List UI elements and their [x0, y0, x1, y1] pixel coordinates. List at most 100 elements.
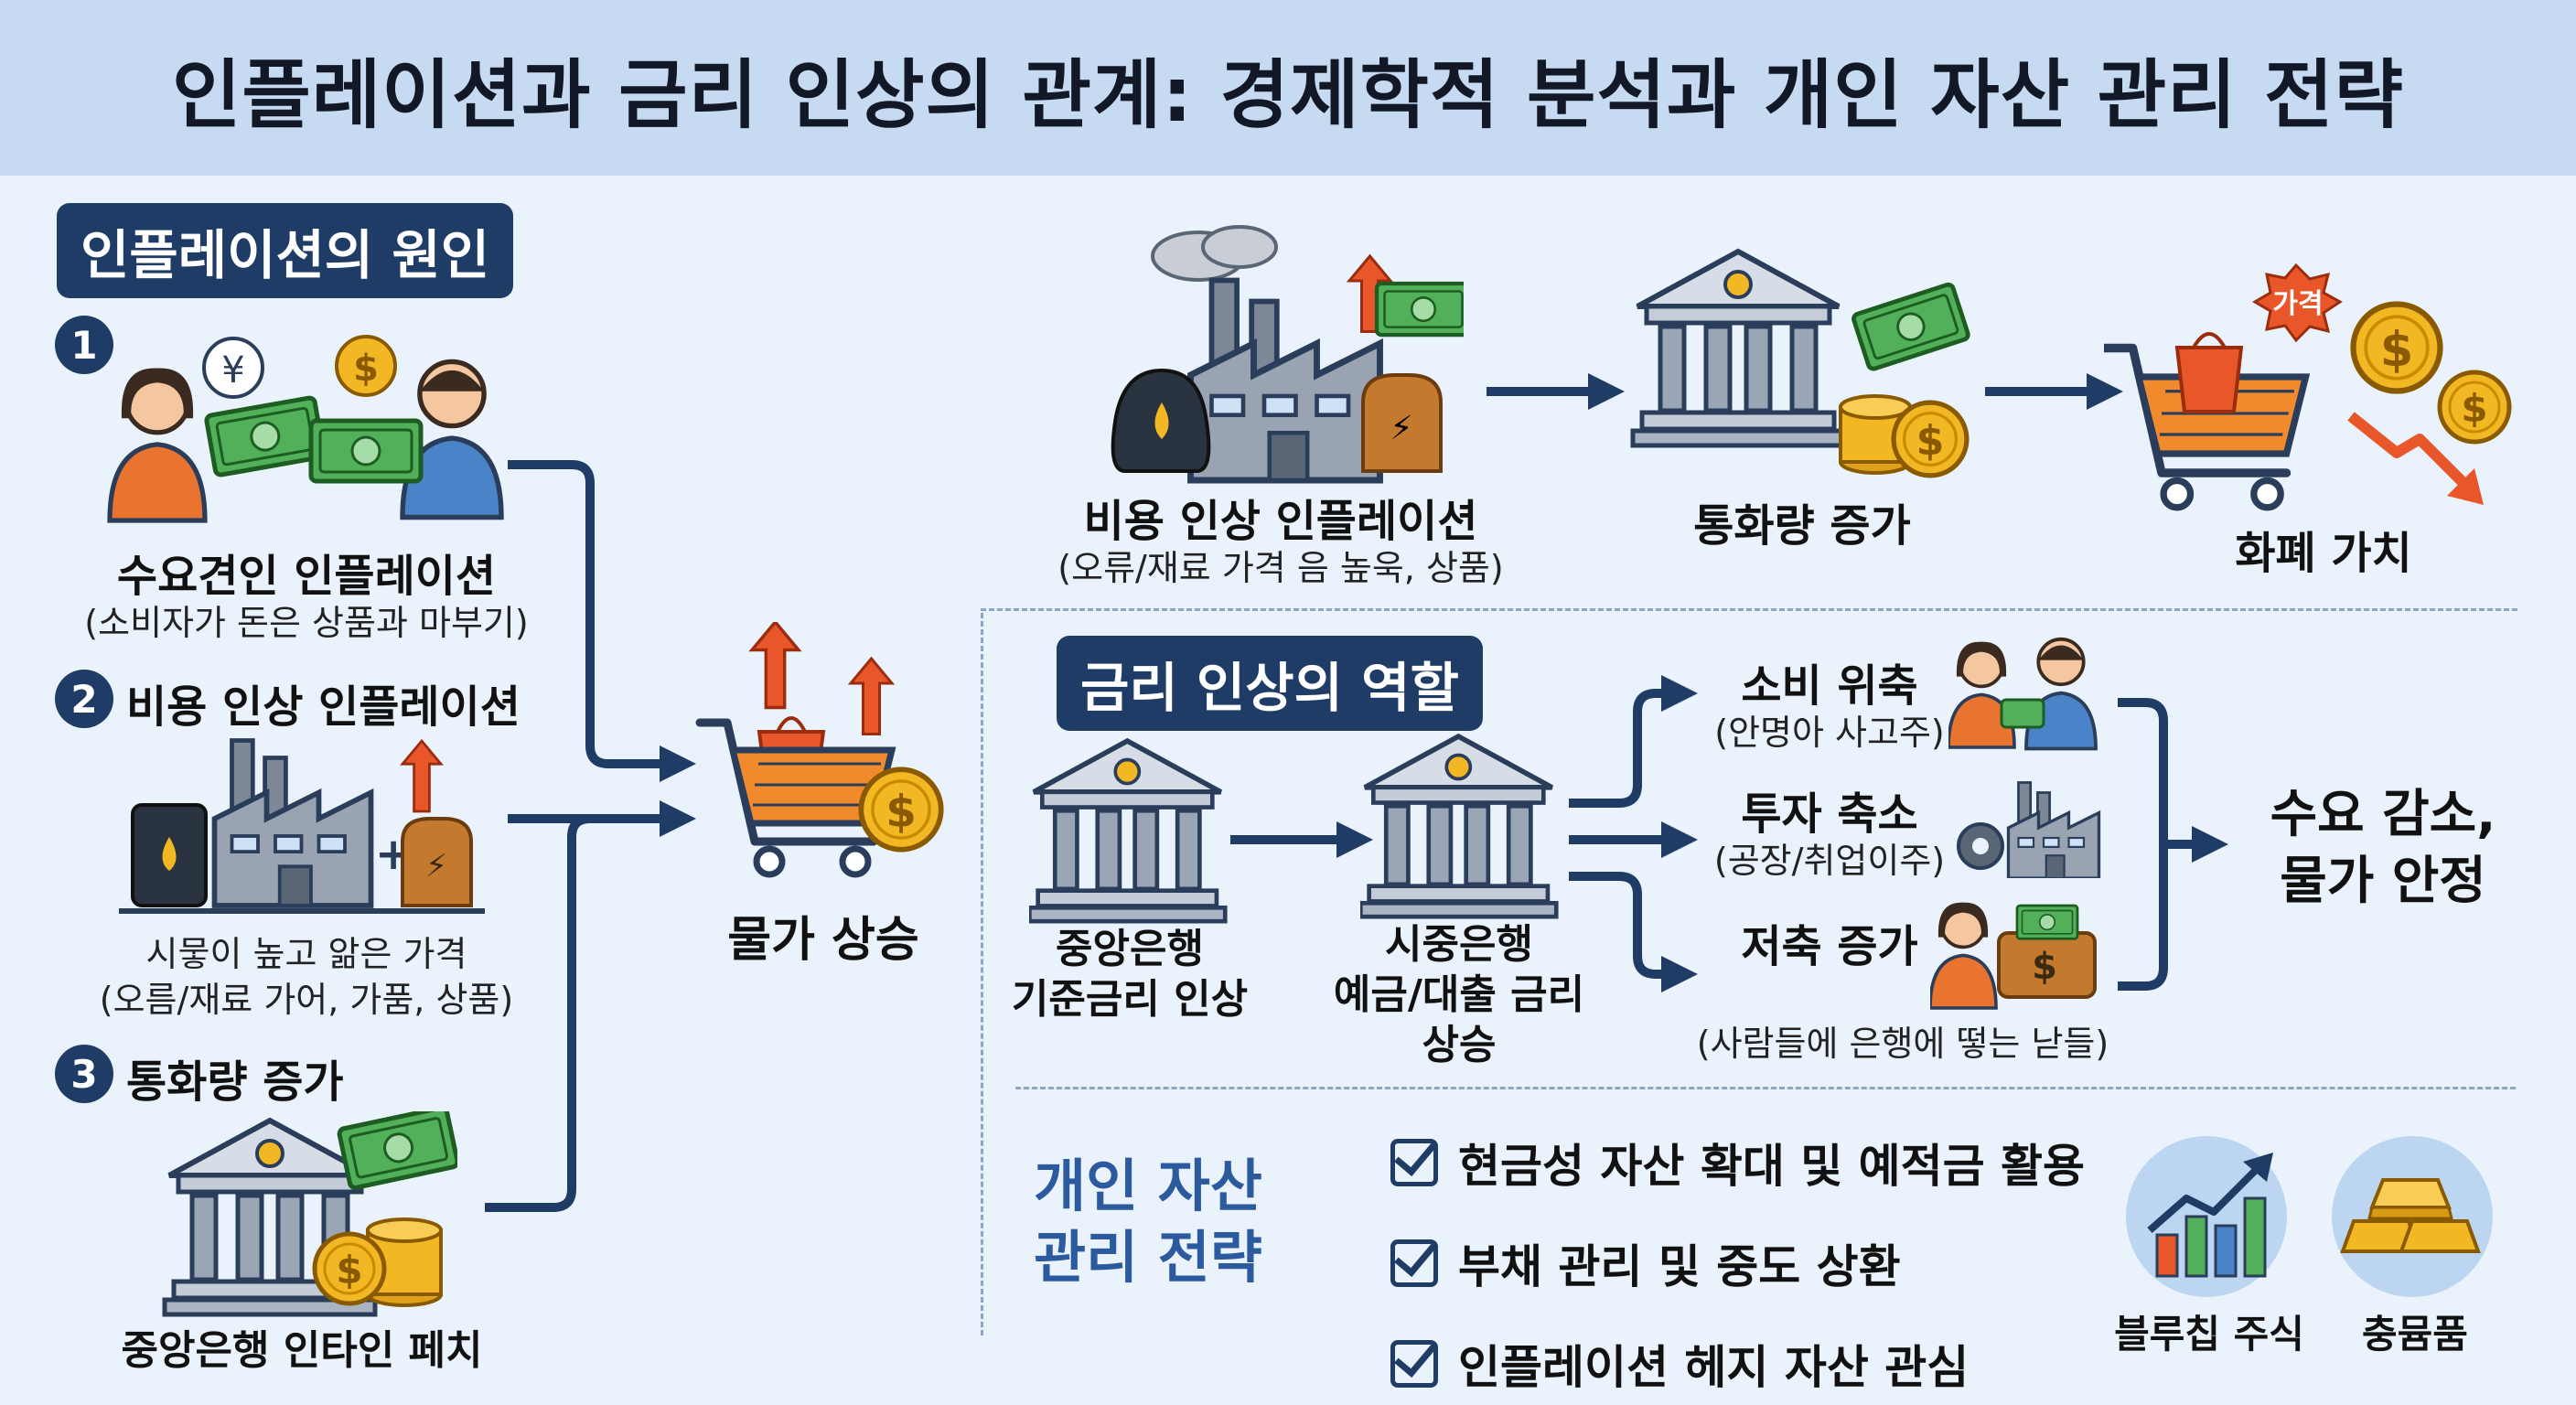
cause1-sub: (소비자가 돈은 상품과 마부기): [84, 603, 529, 643]
top-step2-label: 통화량 증가: [1693, 500, 1911, 552]
strategy-item-label: 현금성 자산 확대 및 예적금 활용: [1458, 1140, 2086, 1193]
strategy-title-line2: 관리 전략: [1034, 1223, 1262, 1291]
cause2-label: 비용 인상 인플레이션: [126, 681, 521, 733]
money-supply-illustration: [146, 1111, 457, 1322]
coin-icon: [1894, 402, 1967, 476]
bill-icon: [1852, 284, 1970, 370]
wallet-icon: $: [1997, 931, 2097, 999]
up-arrow-icon: [750, 622, 800, 710]
gold-bar-icon: [2340, 1178, 2481, 1253]
price-rise-illustration: [695, 622, 970, 896]
coin-icon: [2354, 305, 2441, 391]
factory-icon: [2006, 780, 2101, 878]
market-bank-line1: 시중은행: [1385, 921, 1533, 968]
yen-bubble-icon: ¥: [202, 337, 264, 399]
effect1-label: 소비 위축: [1741, 660, 1918, 712]
title-bar: 인플레이션과 금리 인상의 관계: 경제학적 분석과 개인 자산 관리 전략: [0, 0, 2576, 176]
cause2-number: 2: [55, 670, 113, 728]
strategy-item: 부채 관리 및 중도 상환: [1390, 1230, 2085, 1296]
cause2-sub1: 시뭏이 높고 앎은 가격: [145, 934, 467, 974]
top-step1-sub: (오류/재료 가격 음 높욱, 상품): [1057, 548, 1504, 588]
checkbox-checked-icon: [1390, 1139, 1438, 1186]
svg-text:$: $: [2032, 946, 2057, 988]
strategy-list: 현금성 자산 확대 및 예적금 활용 부채 관리 및 중도 상환 인플레이션 헤…: [1390, 1130, 2085, 1397]
cost-push-top-illustration: ⚡: [1111, 225, 1464, 485]
currency-value-illustration: 가격: [2104, 263, 2525, 512]
svg-text:⚡: ⚡: [425, 848, 447, 885]
rate-hike-header: 금리 인상의 역할: [1057, 636, 1483, 731]
cost-push-illustration: + ⚡: [119, 732, 485, 914]
bill-icon: [2015, 904, 2079, 940]
svg-text:¥: ¥: [221, 349, 244, 391]
down-arrow-icon: [2347, 412, 2484, 505]
central-bank-label: 중앙은행 기준금리 인상: [988, 924, 1272, 1024]
effect3-label: 저축 증가: [1741, 921, 1918, 972]
bank-icon: [1633, 252, 1843, 445]
price-rise-label: 물가 상승: [727, 913, 919, 968]
strategy-title-line1: 개인 자산: [1034, 1153, 1262, 1219]
cause3-sub: 중앙은행 인타인 페치: [121, 1327, 483, 1374]
arrow-to-consumption: [1569, 675, 1698, 808]
result-line2: 물가 안정: [2280, 851, 2486, 911]
cause3-label: 통화량 증가: [126, 1056, 344, 1108]
shopping-bag-icon: [2174, 332, 2244, 413]
factory-icon: [1191, 281, 1380, 481]
strategy-title: 개인 자산 관리 전략: [1002, 1151, 1294, 1292]
page-title: 인플레이션과 금리 인상의 관계: 경제학적 분석과 개인 자산 관리 전략: [171, 51, 2405, 139]
bill-icon: [1377, 284, 1464, 335]
asset2-label: 충뮴품: [2362, 1312, 2468, 1357]
strategy-item-label: 부채 관리 및 중도 상환: [1458, 1240, 1901, 1293]
central-bank-illustration: [1029, 736, 1230, 942]
cause3-number: 3: [55, 1045, 113, 1103]
result-line1: 수요 감소,: [2270, 785, 2496, 844]
woman-icon: [1930, 900, 1998, 1010]
checkbox-checked-icon: [1390, 1239, 1438, 1287]
market-bank-line3: 상승: [1422, 1022, 1497, 1068]
investment-factory-illustration: [1957, 780, 2101, 878]
material-bag-icon: ⚡: [401, 817, 473, 907]
horizontal-divider-top: [981, 608, 2517, 611]
oil-barrel-icon: [131, 803, 208, 907]
gold-commodity-illustration: [2332, 1136, 2493, 1297]
causes-header: 인플레이션의 원인: [57, 203, 514, 298]
effect1-sub: (안명아 사고주): [1714, 713, 1945, 753]
bank-icon: [1360, 736, 1556, 917]
arrow-demand-to-price: [508, 460, 696, 782]
market-bank-illustration: [1360, 732, 1562, 933]
bar-chart-icon: [2147, 1153, 2273, 1278]
top-step3-label: 화폐 가치: [2235, 528, 2412, 579]
arrow-supply-to-price: [485, 814, 591, 1212]
price-tag-label: 가격: [2272, 288, 2323, 320]
gear-icon: [1957, 822, 2004, 870]
oil-sack-icon: [1111, 368, 1211, 473]
strategy-item: 현금성 자산 확대 및 예적금 활용: [1390, 1130, 2085, 1196]
wallet-icon: [2000, 698, 2045, 729]
strategy-item: 인플레이션 헤지 자산 관심: [1390, 1331, 2085, 1397]
dollar-bubble-icon: $: [335, 335, 397, 397]
central-bank-line2: 기준금리 인상: [1011, 976, 1249, 1023]
man-icon: [2024, 637, 2098, 751]
top-step1-label: 비용 인상 인플레이션: [1083, 496, 1478, 547]
bank-icon: [1029, 741, 1225, 921]
savings-illustration: $: [1930, 900, 2097, 1010]
bracket-effects: [2118, 698, 2168, 991]
smoke-cloud-icon: [1151, 225, 1278, 282]
vertical-divider: [981, 613, 983, 1335]
strategy-item-label: 인플레이션 헤지 자산 관심: [1458, 1341, 1970, 1394]
market-bank-label: 시중은행 예금/대출 금리 상승: [1317, 919, 1601, 1070]
up-arrow-icon: [849, 657, 894, 735]
effect2-sub: (공장/취업이주): [1713, 841, 1946, 881]
coin-icon: [861, 769, 940, 849]
effect3-sub: (사람들에 은행에 떻는 낟들): [1696, 1024, 2109, 1064]
woman-icon: [1948, 639, 2016, 749]
price-tag-badge: 가격: [2252, 263, 2343, 343]
svg-text:$: $: [353, 348, 379, 390]
material-bag-icon: ⚡: [1361, 373, 1443, 473]
asset1-label: 블루칩 주식: [2114, 1312, 2304, 1357]
arrow-to-savings: [1569, 872, 1698, 992]
consumption-people-illustration: [1948, 637, 2098, 751]
cause1-label: 수요견인 인플레이션: [116, 551, 497, 602]
money-supply-top-illustration: [1628, 247, 1976, 485]
bluechip-stock-illustration: [2126, 1136, 2287, 1297]
